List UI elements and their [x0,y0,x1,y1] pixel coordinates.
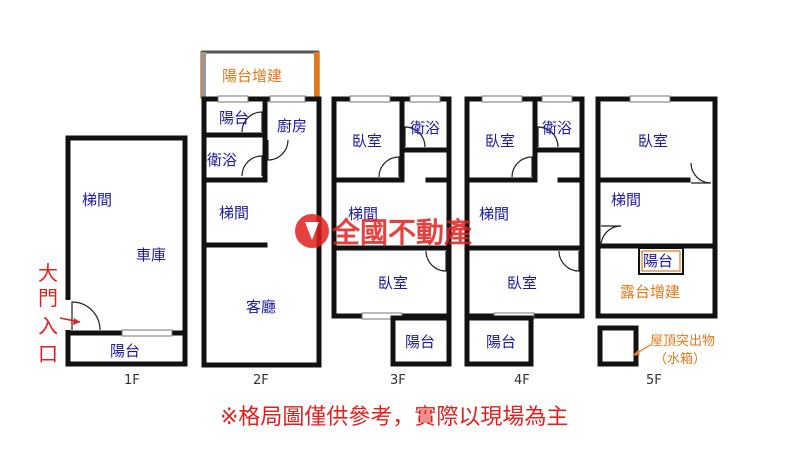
room-label: 臥室 [378,274,408,292]
room-label: 客廳 [246,298,276,316]
room-label: 廚房 [277,117,307,135]
roof-annotation: 屋頂突出物 （水箱） [632,333,715,367]
floor-2f-door [267,139,289,161]
room-label: 衛浴 [542,119,572,137]
roof-label: （水箱） [654,351,706,367]
room-label: 梯間 [82,191,112,209]
floor-3f-window [409,95,441,103]
entrance-char: 口 [38,342,58,366]
room-label: 臥室 [352,132,382,150]
terrace-label: 露台增建 [620,283,680,301]
room-label: 陽台 [643,252,673,270]
floor-4f-door [537,126,559,148]
floor-3f-door [425,250,447,272]
disclaimer-note: ※格局圖僅供參考，實際以現場為主 [220,405,568,430]
floor-5f-door [600,225,622,247]
floor-3f-window [349,95,391,103]
watermark-text: 全國不動產 [331,216,472,249]
floor-label: 5F [646,373,662,388]
entrance-char: 大 [38,261,58,285]
floor-2f-door [241,111,263,133]
entrance-arrow-head [73,318,80,325]
floor-4f-window [481,95,523,103]
extension-label: 陽台增建 [222,67,282,85]
room-label: 陽台 [110,342,140,360]
floor-4f-door [558,250,580,272]
room-label: 車庫 [136,246,166,264]
floor-1f-window [121,329,173,337]
floor-label: 4F [514,373,530,388]
watermark-logo: 全國不動產 [295,214,472,249]
floor-4f-balcony-wall [464,315,534,367]
room-label: 梯間 [479,205,509,223]
floor-label: 1F [124,373,140,388]
entrance-char: 入 [38,314,58,338]
floor-5f-window [629,95,671,103]
floor-2f-window [217,95,249,103]
entrance-char: 門 [38,286,58,310]
floor-1f-door-gap [64,300,72,330]
roof-arrow-head [632,350,640,356]
floor-1f-door-swing [71,301,101,331]
floor-1f: 梯間 車庫 陽台 1F [64,135,188,388]
floor-label: 2F [253,373,269,388]
floor-5f-small-balcony-inner [641,250,681,272]
floor-5f-roof-structure [597,325,639,367]
room-label: 陽台 [486,333,516,351]
room-label: 衛浴 [207,151,237,169]
room-label: 衛浴 [410,119,440,137]
floor-4f-door [511,156,533,178]
room-label: 梯間 [611,191,641,209]
room-label: 臥室 [485,132,515,150]
floor-5f-small-balcony [638,247,684,275]
floor-4f: 臥室 衛浴 梯間 臥室 陽台 4F [464,95,585,388]
floor-3f-balcony-wall [390,315,452,367]
floor-3f-door [404,126,426,148]
floor-5f: 陽台 臥室 梯間 露台增建 5F [595,95,718,388]
floor-1f-outer-wall [65,135,188,367]
entrance-annotation: 大 門 入 口 [38,261,81,366]
floor-2f-extension-right [314,52,319,98]
room-label: 梯間 [219,204,249,222]
room-label: 臥室 [507,274,537,292]
room-label: 陽台 [405,333,435,351]
floor-2f-extension-left [201,52,206,98]
logo-mark-icon [305,222,319,240]
room-label: 臥室 [638,132,668,150]
roof-label: 屋頂突出物 [650,333,715,349]
floor-3f-door [378,156,400,178]
room-label: 梯間 [348,205,378,223]
floor-3f: 臥室 衛浴 梯間 臥室 陽台 3F [331,95,452,388]
floor-2f-door [241,155,263,177]
floor-5f-door [690,162,712,184]
floor-2f-window [269,95,306,103]
floor-label: 3F [390,373,406,388]
floor-4f-window [541,95,573,103]
room-label: 陽台 [219,109,249,127]
